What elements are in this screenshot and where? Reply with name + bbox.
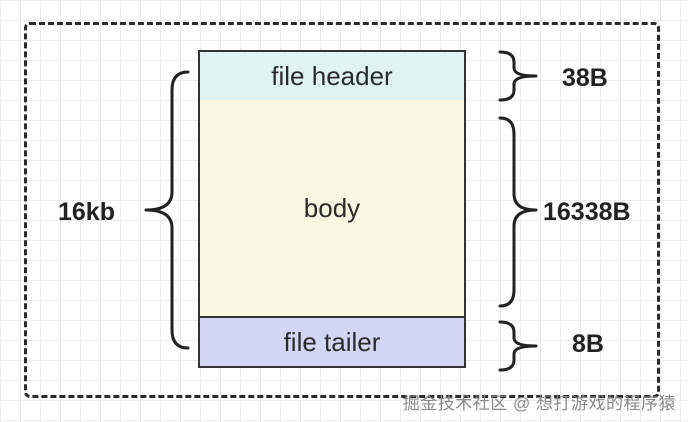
- dashed-page-frame: [24, 22, 660, 398]
- body-size-brace: [498, 116, 538, 308]
- watermark-text: 掘金技术社区 @ 想打游戏的程序猿: [402, 394, 676, 413]
- body-size-label: 16338B: [543, 198, 631, 226]
- file-tailer-label: file tailer: [283, 326, 381, 357]
- file-header-label: file header: [271, 60, 393, 91]
- total-size-brace: [144, 70, 190, 350]
- total-size-label: 16kb: [58, 198, 115, 226]
- header-size-label: 38B: [562, 64, 608, 92]
- body-block: body: [198, 100, 466, 318]
- tailer-size-label: 8B: [572, 330, 604, 358]
- body-label: body: [303, 192, 361, 223]
- header-size-brace: [498, 50, 538, 102]
- tailer-size-brace: [498, 320, 538, 372]
- file-tailer-block: file tailer: [198, 316, 466, 368]
